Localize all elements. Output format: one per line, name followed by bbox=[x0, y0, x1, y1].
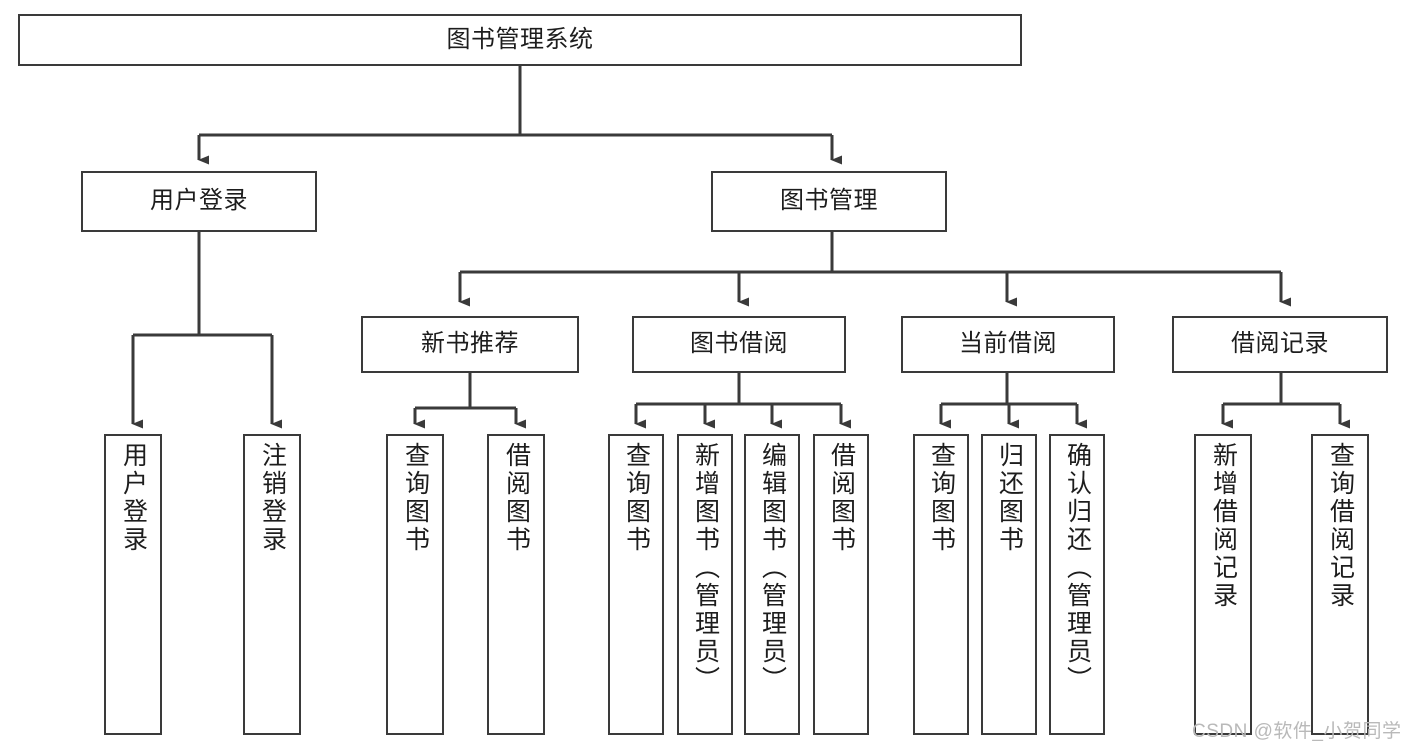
node-leaf-query-book-1[interactable]: 查询图书 bbox=[386, 434, 444, 735]
node-leaf-edit-book[interactable]: 编辑图书（管理员） bbox=[744, 434, 800, 735]
node-root[interactable]: 图书管理系统 bbox=[18, 14, 1022, 66]
node-leaf-query-record-label: 查询借阅记录 bbox=[1326, 442, 1355, 610]
node-root-label: 图书管理系统 bbox=[446, 25, 594, 53]
node-book-borrow[interactable]: 图书借阅 bbox=[632, 316, 846, 373]
node-leaf-add-book-label: 新增图书（管理员） bbox=[691, 442, 720, 694]
node-leaf-borrow-book-1-label: 借阅图书 bbox=[502, 442, 531, 554]
node-leaf-return-book-label: 归还图书 bbox=[995, 442, 1024, 554]
node-borrow-record-label: 借阅记录 bbox=[1231, 330, 1329, 358]
node-current-borrow-label: 当前借阅 bbox=[959, 330, 1057, 358]
node-new-book-rec[interactable]: 新书推荐 bbox=[361, 316, 579, 373]
node-book-manage-label: 图书管理 bbox=[780, 187, 878, 215]
node-leaf-logout-label: 注销登录 bbox=[258, 442, 287, 554]
node-leaf-logout[interactable]: 注销登录 bbox=[243, 434, 301, 735]
node-book-borrow-label: 图书借阅 bbox=[690, 330, 788, 358]
node-leaf-confirm-return-label: 确认归还（管理员） bbox=[1063, 442, 1092, 694]
node-leaf-borrow-book-2[interactable]: 借阅图书 bbox=[813, 434, 869, 735]
node-user-login-label: 用户登录 bbox=[150, 187, 248, 215]
csdn-watermark: CSDN @软件_小贺同学 bbox=[1192, 721, 1402, 742]
node-leaf-query-book-3-label: 查询图书 bbox=[927, 442, 956, 554]
node-new-book-rec-label: 新书推荐 bbox=[421, 330, 519, 358]
node-leaf-user-login-label: 用户登录 bbox=[119, 442, 148, 554]
node-current-borrow[interactable]: 当前借阅 bbox=[901, 316, 1115, 373]
node-leaf-return-book[interactable]: 归还图书 bbox=[981, 434, 1037, 735]
node-leaf-add-record-label: 新增借阅记录 bbox=[1209, 442, 1238, 610]
node-leaf-query-record[interactable]: 查询借阅记录 bbox=[1311, 434, 1369, 735]
node-user-login[interactable]: 用户登录 bbox=[81, 171, 317, 232]
node-leaf-confirm-return[interactable]: 确认归还（管理员） bbox=[1049, 434, 1105, 735]
node-leaf-query-book-3[interactable]: 查询图书 bbox=[913, 434, 969, 735]
node-leaf-query-book-1-label: 查询图书 bbox=[401, 442, 430, 554]
node-leaf-add-record[interactable]: 新增借阅记录 bbox=[1194, 434, 1252, 735]
node-borrow-record[interactable]: 借阅记录 bbox=[1172, 316, 1388, 373]
node-leaf-borrow-book-1[interactable]: 借阅图书 bbox=[487, 434, 545, 735]
node-leaf-add-book[interactable]: 新增图书（管理员） bbox=[677, 434, 733, 735]
node-leaf-query-book-2[interactable]: 查询图书 bbox=[608, 434, 664, 735]
node-book-manage[interactable]: 图书管理 bbox=[711, 171, 947, 232]
node-leaf-borrow-book-2-label: 借阅图书 bbox=[827, 442, 856, 554]
node-leaf-edit-book-label: 编辑图书（管理员） bbox=[758, 442, 787, 694]
node-leaf-query-book-2-label: 查询图书 bbox=[622, 442, 651, 554]
node-leaf-user-login[interactable]: 用户登录 bbox=[104, 434, 162, 735]
